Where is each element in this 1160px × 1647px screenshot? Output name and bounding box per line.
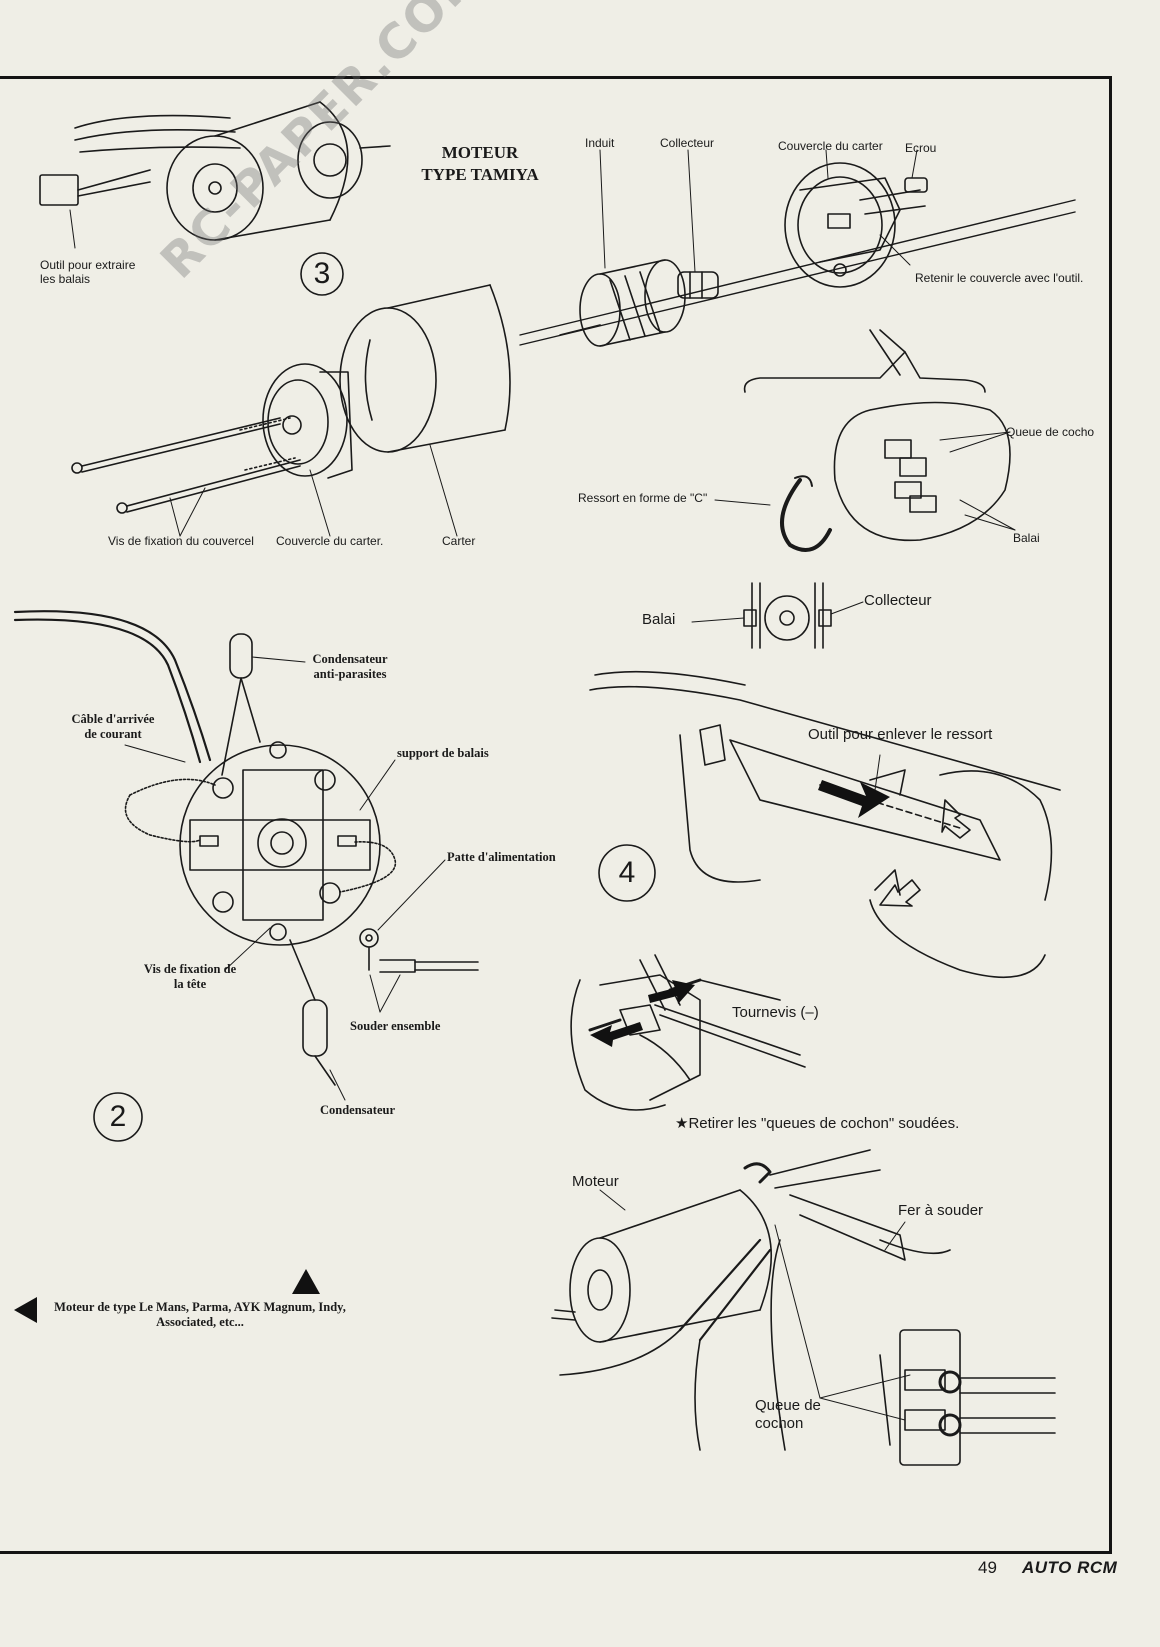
section4-leader-lines <box>599 754 911 1421</box>
triangle-markers <box>14 1269 320 1323</box>
page-number: 49 <box>978 1558 997 1577</box>
label-condensateur-anti: Condensateur anti-parasites <box>312 652 388 681</box>
magazine-brand: AUTO RCM <box>1022 1558 1118 1577</box>
label-moteur: Moteur <box>572 1173 619 1190</box>
label-fer-souder: Fer à souder <box>898 1202 984 1219</box>
power-cable <box>13 610 212 764</box>
solder-tab <box>359 928 479 973</box>
label-tournevis: Tournevis (–) <box>732 1004 819 1021</box>
armature-induit <box>579 259 719 347</box>
section2-number: 2 <box>109 1100 127 1133</box>
label-outil-extraire: Outil pour extraire les balais <box>40 258 136 286</box>
label-souder-ensemble: Souder ensemble <box>350 1019 441 1033</box>
label-queue-cochon-top: Queue de cocho <box>1006 425 1095 439</box>
label-couvercle-carter-top: Couvercle du carter <box>778 139 883 153</box>
screwdriver-illustration <box>570 954 806 1111</box>
section3-title-line2: TYPE TAMIYA <box>421 165 539 184</box>
label-carter: Carter <box>442 534 476 548</box>
section2-number-circle <box>93 1092 143 1142</box>
fixing-screws <box>71 417 301 514</box>
pigtail-detail-box <box>879 1329 1056 1466</box>
label-ecrou: Ecrou <box>905 141 937 155</box>
label-outil-ressort: Outil pour enlever le ressort <box>808 726 993 743</box>
section3-number: 3 <box>313 257 331 290</box>
label-queue-cochon-bottom: Queue de cochon <box>755 1397 821 1432</box>
section4-number: 4 <box>618 856 636 889</box>
label-balai-left: Balai <box>642 611 676 628</box>
label-patte-alimentation: Patte d'alimentation <box>447 850 556 864</box>
section2-leader-lines <box>124 656 446 1101</box>
label-retirer: ★Retirer les "queues de cochon" soudées. <box>675 1115 960 1132</box>
label-retenir: Retenir le couvercle avec l'outil. <box>915 271 1084 285</box>
motor-end-plate <box>124 741 397 946</box>
motor-can-carter <box>339 284 511 453</box>
section3-title-line1: MOTEUR <box>441 143 519 162</box>
motor-assembled-illustration <box>39 101 391 241</box>
label-collecteur: Collecteur <box>660 136 715 150</box>
nut-ecrou <box>904 177 928 193</box>
brush-detail-callout <box>743 329 1011 542</box>
spring-removal-illustration <box>589 670 1061 979</box>
soldering-illustration <box>551 1149 951 1451</box>
label-ressort-c: Ressort en forme de "C" <box>578 491 708 505</box>
label-vis-fixation-tete: Vis de fixation de la tête <box>143 962 237 991</box>
end-cap-couvercle <box>784 162 926 288</box>
hollow-arrows <box>879 799 971 907</box>
label-couvercle-carter-bottom: Couvercle du carter. <box>276 534 384 548</box>
brush-collector-schematic <box>743 582 832 649</box>
section3-title: MOTEUR TYPE TAMIYA <box>405 142 555 186</box>
label-vis-fixation-couvercel: Vis de fixation du couvercel <box>108 534 254 548</box>
condensers <box>221 633 336 1086</box>
c-spring-ressort <box>780 475 832 552</box>
label-support-balais: support de balais <box>397 746 489 760</box>
direction-arrows <box>590 780 890 1047</box>
label-balai-right: Balai <box>1013 531 1040 545</box>
section3-leader-lines <box>69 149 1016 623</box>
section3-number-circle <box>300 252 344 296</box>
page-frame <box>0 76 1112 1554</box>
label-cable: Câble d'arrivée de courant <box>71 712 155 741</box>
exploded-shaft <box>519 199 1076 346</box>
section4-number-circle <box>598 844 656 902</box>
label-induit: Induit <box>585 136 615 150</box>
section2-caption: Moteur de type Le Mans, Parma, AYK Magnu… <box>54 1300 346 1329</box>
rear-cover-couvercle <box>262 363 353 479</box>
label-condensateur: Condensateur <box>320 1103 396 1117</box>
label-collecteur-small: Collecteur <box>864 592 932 609</box>
